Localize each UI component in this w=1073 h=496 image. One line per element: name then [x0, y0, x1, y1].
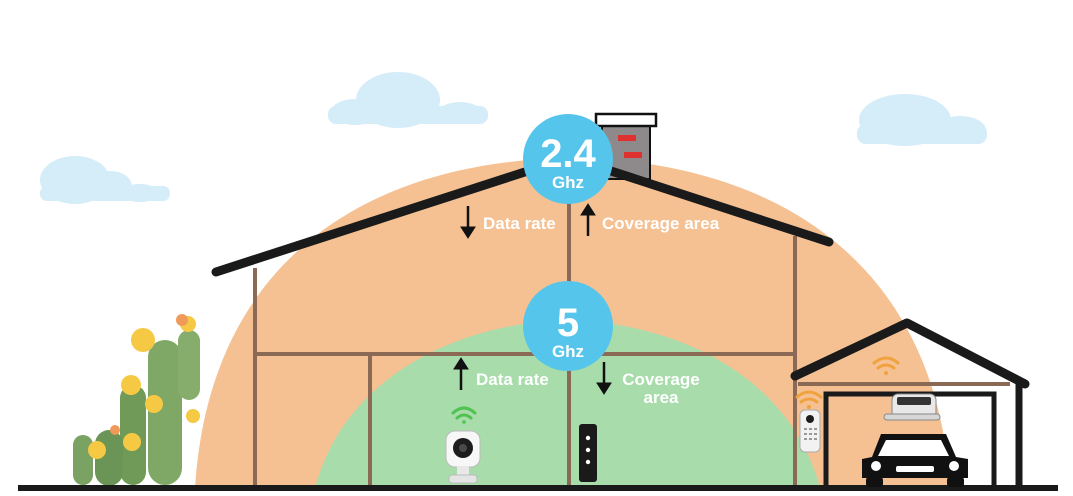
- arrow-down-icon: [460, 206, 476, 239]
- camera-icon: [445, 430, 481, 484]
- arrow-up-icon: [453, 357, 469, 390]
- badge-2-4ghz-unit: Ghz: [552, 173, 584, 192]
- arrow-down-icon: [596, 362, 612, 395]
- garage-door-opener-icon: [883, 393, 941, 421]
- house-frame: [253, 172, 797, 488]
- badge-2-4ghz: 2.4 Ghz: [523, 114, 613, 204]
- label-5-data-rate: Data rate: [476, 370, 549, 389]
- label-2-4-data-rate: Data rate: [483, 214, 556, 233]
- label-5-coverage-line1: Coverage: [622, 370, 699, 389]
- badge-5ghz-value: 5: [557, 301, 579, 345]
- wifi-icon: [451, 406, 477, 424]
- wifi-icon: [872, 356, 900, 375]
- car-icon: [862, 434, 968, 487]
- badge-2-4ghz-value: 2.4: [540, 132, 596, 176]
- arrow-up-icon: [580, 203, 596, 236]
- video-doorbell-icon: [799, 409, 821, 453]
- cloud-center: [328, 72, 488, 128]
- main-roof: [211, 165, 834, 277]
- cloud-left: [40, 156, 170, 204]
- router-icon: [579, 424, 597, 482]
- badge-5ghz: 5 Ghz: [523, 281, 613, 371]
- wifi-icon: [795, 390, 823, 409]
- label-2-4-coverage-area: Coverage area: [602, 214, 720, 233]
- cloud-right: [857, 94, 987, 146]
- label-5-coverage-line2: area: [644, 388, 680, 407]
- badge-5ghz-unit: Ghz: [552, 342, 584, 361]
- cactus-icon: [73, 314, 200, 486]
- ground-line: [18, 485, 1058, 491]
